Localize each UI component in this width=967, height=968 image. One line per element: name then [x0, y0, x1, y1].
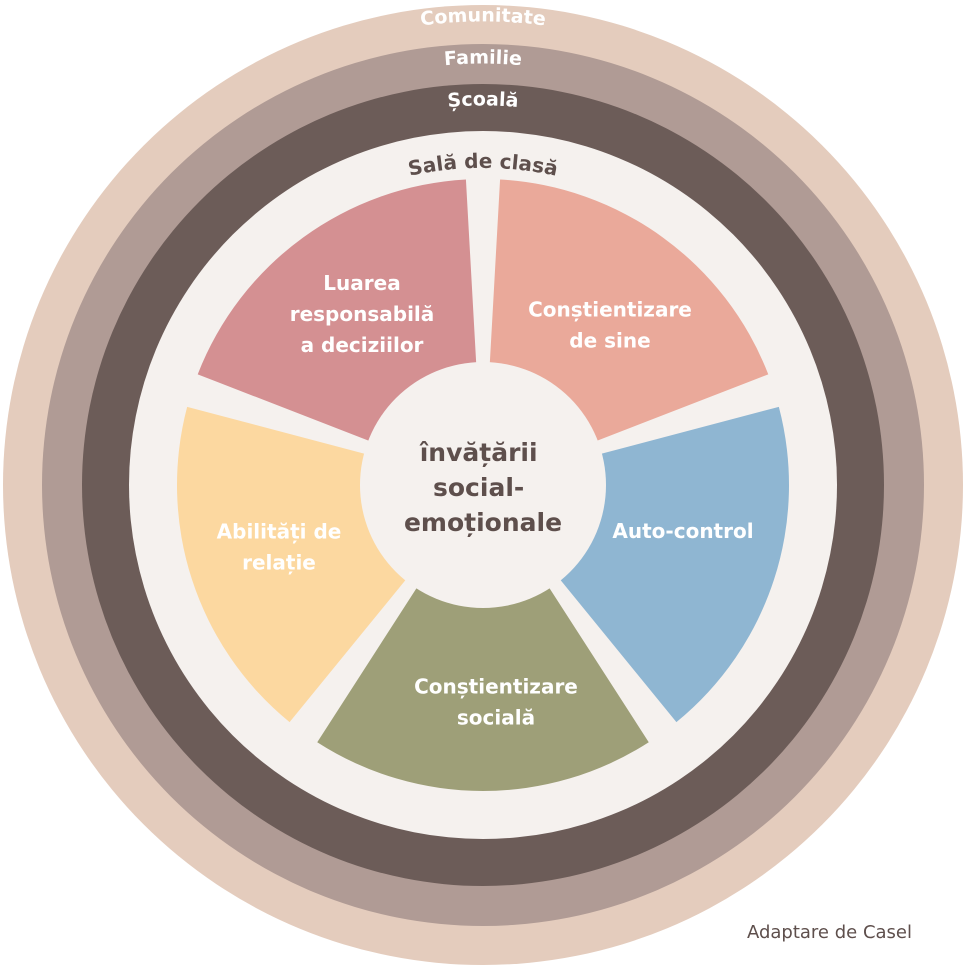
segment-label-line: responsabilă [290, 302, 435, 326]
segment-label-line: socială [457, 706, 535, 730]
segment-label-line: Auto-control [612, 519, 753, 543]
ring-label-school: Școală [447, 88, 520, 112]
segment-social-awareness [317, 556, 649, 791]
segment-self-awareness [487, 179, 769, 455]
credit-text: Adaptare de Casel [746, 922, 912, 943]
ring-label-community: Comunitate [419, 4, 547, 30]
segment-label-self-awareness: Conștientizare de sine [528, 298, 692, 353]
segment-label-line: relație [242, 551, 316, 575]
segment-label-self-management: Auto-control [612, 519, 753, 543]
segment-label-line: Abilități de [217, 520, 342, 544]
segment-label-line: Conștientizare [528, 298, 692, 322]
segment-label-social-awareness: Conștientizare socială [414, 675, 578, 730]
segment-responsible-decision-making [197, 179, 479, 455]
center-circle [360, 362, 606, 608]
segment-label-line: Luarea [323, 271, 400, 295]
segment-label-line: Conștientizare [414, 675, 578, 699]
segment-label-line: a deciziilor [301, 333, 424, 357]
center-label: învățării social- emoționale [404, 438, 562, 537]
segment-label-relationship-skills: Abilități de relație [217, 520, 342, 575]
ring-label-family: Familie [443, 46, 522, 70]
segment-label-responsible-decision-making: Luarea responsabilă a deciziilor [290, 271, 435, 357]
segment-label-line: de sine [569, 329, 650, 353]
